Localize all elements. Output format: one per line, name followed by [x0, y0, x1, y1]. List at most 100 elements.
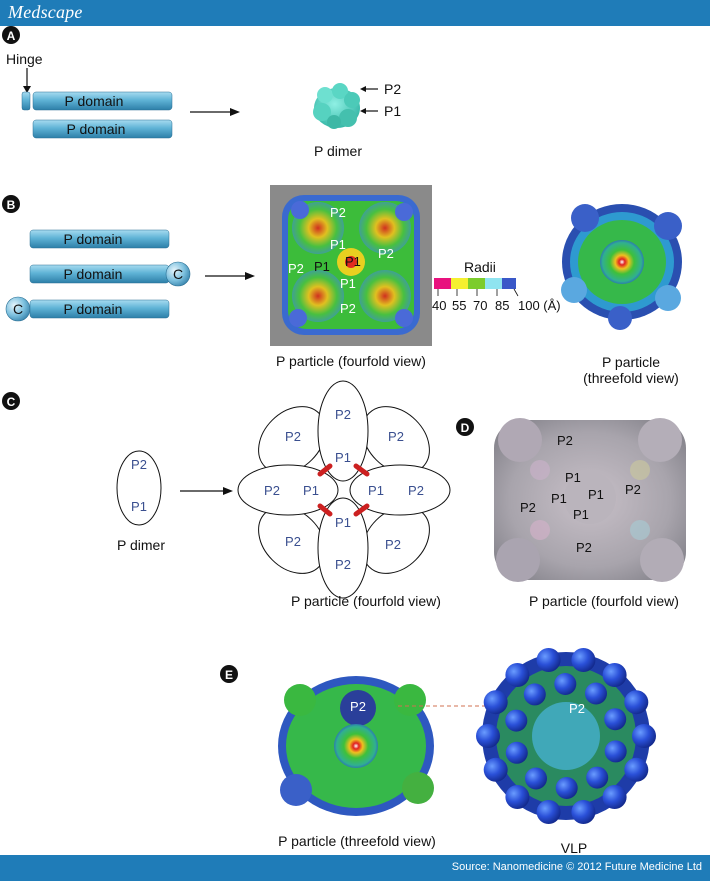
linkers	[317, 463, 370, 517]
petal-sw	[258, 506, 326, 574]
vlp-capsomer	[571, 648, 596, 672]
petal-label-4: P1	[335, 450, 351, 465]
radii-title: Radii	[464, 259, 496, 275]
vlp-capsomers	[476, 648, 656, 824]
radii-swatch-100	[502, 278, 516, 289]
radii-tick-55: 55	[452, 298, 466, 313]
vlp-capsomer	[483, 690, 508, 715]
fourfold-caption-b: P particle (fourfold view)	[276, 353, 426, 369]
fourfold-density-map	[270, 185, 432, 346]
d-label-5: P1	[588, 487, 604, 502]
vlp-capsomer	[483, 757, 508, 782]
c-label-2: C	[13, 301, 23, 317]
threefold-structure-b	[561, 204, 682, 330]
vlp-capsomer	[624, 757, 649, 782]
p-domain-bar-a2	[32, 119, 173, 139]
panel-b: B P domain P domain C C P domain	[2, 185, 682, 386]
d-label-2: P1	[565, 470, 581, 485]
petal-label-1: P2	[335, 407, 351, 422]
panel-d-letter: D	[461, 421, 470, 435]
d-label-8: P2	[576, 540, 592, 555]
petal-label-5: P2	[264, 483, 280, 498]
panel-b-letter: B	[7, 198, 16, 212]
hinge-arrowhead	[23, 86, 31, 93]
dimer-p1: P1	[131, 499, 147, 514]
radii-tick-70: 70	[473, 298, 487, 313]
petal-n	[317, 380, 369, 482]
petal-label-10: P1	[335, 515, 351, 530]
petal-w	[237, 464, 339, 516]
map-label-8: P1	[340, 276, 356, 291]
panel-c-badge	[2, 392, 20, 410]
petal-label-9: P2	[285, 534, 301, 549]
vlp-capsomer	[505, 785, 530, 809]
vlp-caption: VLP	[561, 840, 587, 855]
vlp-capsomer	[536, 648, 561, 672]
fourfold-schematic	[237, 380, 451, 599]
figure: A Hinge P domain P domain P2 P1 P dimer	[2, 26, 686, 855]
ribbon-surface-structure	[494, 418, 686, 582]
threefold-caption-b-1: P particle	[602, 354, 660, 370]
hinge-label: Hinge	[6, 51, 43, 67]
brand-logo: Medscape	[8, 2, 83, 22]
vlp-capsomer	[505, 741, 528, 764]
map-label-1: P2	[330, 205, 346, 220]
panel-a: A Hinge P domain P domain P2 P1 P dimer	[2, 26, 401, 159]
vlp-capsomer	[476, 724, 500, 748]
d-label-1: P2	[557, 433, 573, 448]
panel-e-letter: E	[225, 668, 233, 682]
hinge-segment	[21, 91, 31, 111]
radii-tick-100: 100 (Å)	[518, 298, 561, 313]
dimer-caption-c: P dimer	[117, 537, 165, 553]
p-domain-label-a1: P domain	[65, 93, 124, 109]
p-domain-bar-b3	[29, 299, 170, 319]
petal-nw	[258, 406, 326, 474]
d-label-3: P1	[551, 491, 567, 506]
radii-swatch-70	[468, 278, 485, 289]
fourfold-caption-d: P particle (fourfold view)	[529, 593, 679, 609]
vlp-capsomer	[585, 682, 607, 705]
vlp-capsomer	[523, 683, 546, 706]
d-label-4: P2	[520, 500, 536, 515]
panel-d-badge	[456, 418, 474, 436]
petal-label-12: P2	[335, 557, 351, 572]
dimer-ellipse	[116, 450, 162, 526]
threefold-caption-e: P particle (threefold view)	[278, 833, 436, 849]
panel-b-badge	[2, 195, 20, 213]
p-domain-bar-b1	[29, 229, 170, 249]
radii-tick-85: 85	[495, 298, 509, 313]
panel-a-badge	[2, 26, 20, 44]
vlp-capsomer	[604, 708, 627, 731]
map-label-2: P2	[288, 261, 304, 276]
radii-colorbar	[434, 278, 519, 297]
petal-label-6: P1	[303, 483, 319, 498]
arrow-b-head	[245, 272, 255, 280]
bottom-banner: Source: Nanomedicine © 2012 Future Medic…	[0, 855, 710, 881]
panel-a-letter: A	[7, 29, 16, 43]
arrow-c-head	[223, 487, 233, 495]
vlp-capsomer	[632, 724, 656, 748]
map-label-4: P2	[378, 246, 394, 261]
panel-c-letter: C	[7, 395, 16, 409]
p2-label-e-left: P2	[350, 699, 366, 714]
p2-label-e-right: P2	[569, 701, 585, 716]
vlp-capsomer	[555, 777, 578, 799]
c-label-1: C	[173, 266, 183, 282]
threefold-caption-b-2: (threefold view)	[583, 370, 679, 386]
vlp-capsomer	[571, 800, 596, 824]
vlp-capsomer	[602, 785, 627, 809]
vlp-capsomer	[602, 663, 627, 687]
vlp-capsomer	[505, 663, 530, 687]
p1-label-a: P1	[384, 103, 401, 119]
vlp-capsomer	[505, 709, 528, 732]
p2-label-a: P2	[384, 81, 401, 97]
radii-tick-40: 40	[432, 298, 446, 313]
petal-se	[362, 506, 430, 574]
petal-label-3: P2	[388, 429, 404, 444]
p-domain-bar-a1	[32, 91, 173, 111]
radii-swatch-55	[451, 278, 468, 289]
map-label-3: P1	[330, 237, 346, 252]
p-dimer-caption-a: P dimer	[314, 143, 362, 159]
map-label-9: P2	[340, 301, 356, 316]
radii-swatch-40	[434, 278, 451, 289]
